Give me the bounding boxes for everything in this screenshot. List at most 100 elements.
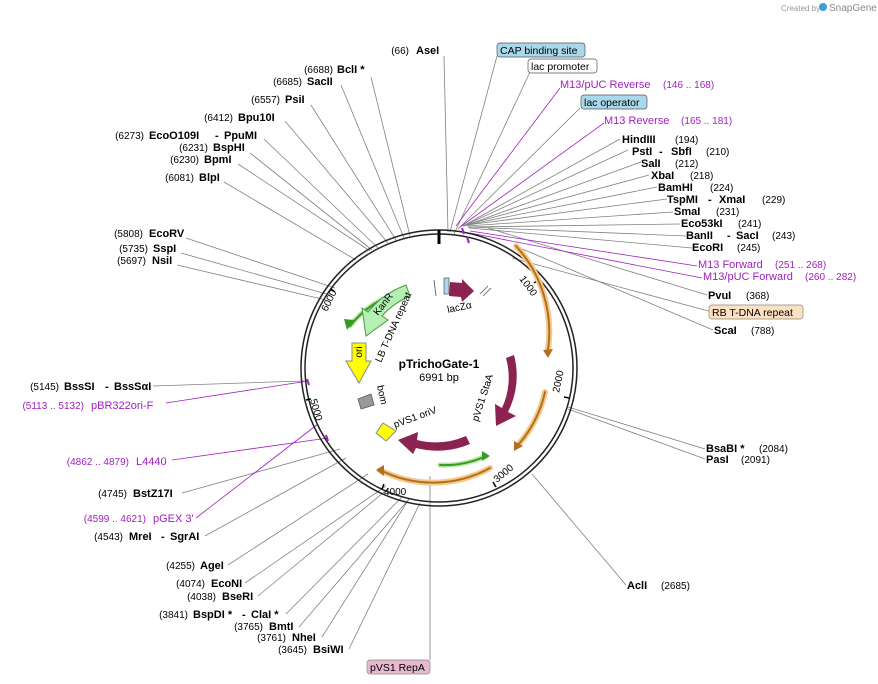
- svg-text:BsaBI *: BsaBI *: [706, 443, 745, 455]
- snapgene-brand[interactable]: Created by SnapGene: [781, 3, 877, 14]
- primer-m13-puc-reverse[interactable]: M13/pUC Reverse (146 .. 168): [560, 79, 714, 91]
- svg-text:-: -: [105, 381, 109, 393]
- svg-text:pGEX 3': pGEX 3': [153, 513, 194, 525]
- box-pvs1-repa[interactable]: pVS1 RepA: [366, 659, 431, 675]
- svg-text:BpmI: BpmI: [204, 154, 232, 166]
- svg-text:AclI: AclI: [627, 580, 647, 592]
- feature-pvs1-oriv[interactable]: pVS1 oriV: [375, 405, 470, 454]
- site-sacii[interactable]: (6685)SacII: [273, 76, 333, 88]
- site-psii[interactable]: (6557)PsiI: [251, 94, 304, 106]
- svg-text:(5145): (5145): [30, 382, 59, 393]
- svg-text:(146 .. 168): (146 .. 168): [663, 80, 714, 91]
- site-eco53ki[interactable]: Eco53kI(241): [681, 218, 761, 230]
- svg-text:BssSI: BssSI: [64, 381, 95, 393]
- svg-text:AgeI: AgeI: [200, 560, 224, 572]
- site-asei[interactable]: (66)AseI: [391, 45, 439, 57]
- box-lac-promoter[interactable]: lac promoter: [527, 58, 598, 74]
- svg-text:BseRI: BseRI: [222, 591, 253, 603]
- svg-text:(4745): (4745): [98, 489, 127, 500]
- box-lac-operator[interactable]: lac operator: [580, 94, 648, 110]
- svg-text:(6081): (6081): [165, 173, 194, 184]
- feature-lacz[interactable]: lacZα: [446, 279, 474, 316]
- svg-text:SspI: SspI: [153, 243, 176, 255]
- svg-text:(224): (224): [710, 183, 733, 194]
- svg-text:(194): (194): [675, 135, 698, 146]
- svg-text:M13/pUC Forward: M13/pUC Forward: [703, 271, 793, 283]
- svg-text:(66): (66): [391, 46, 409, 57]
- site-nhei[interactable]: (3761)NheI: [257, 632, 316, 644]
- site-xbai[interactable]: XbaI(218): [651, 170, 713, 182]
- site-bseri[interactable]: (4038) BseRI: [187, 591, 253, 603]
- site-ecori[interactable]: EcoRI(245): [692, 242, 760, 254]
- feature-staa-label: pVS1 StaA: [470, 373, 496, 423]
- site-bamhi[interactable]: BamHI(224): [658, 182, 733, 194]
- site-bsiwi[interactable]: (3645)BsiWI: [278, 644, 343, 656]
- svg-text:(4038): (4038): [187, 592, 216, 603]
- svg-text:XmaI: XmaI: [719, 194, 745, 206]
- svg-text:SacI: SacI: [736, 230, 759, 242]
- site-bstz17i[interactable]: (4745)BstZ17I: [98, 488, 173, 500]
- svg-text:(6273): (6273): [115, 131, 144, 142]
- site-bcli[interactable]: (6688)BclI *: [304, 64, 365, 76]
- feature-bom[interactable]: bom: [357, 384, 389, 410]
- site-bpmi[interactable]: (6230)BpmI: [170, 154, 231, 166]
- svg-text:(4599 .. 4621): (4599 .. 4621): [84, 514, 146, 525]
- primer-pbr322ori-f[interactable]: (5113 .. 5132) pBR322ori-F: [22, 400, 153, 412]
- site-psti-sbfi[interactable]: PstI-SbfI(210): [632, 146, 729, 158]
- box-cap-binding-site[interactable]: CAP binding site: [496, 42, 586, 58]
- site-econi[interactable]: (4074) EcoNI: [176, 578, 242, 590]
- svg-text:(218): (218): [690, 171, 713, 182]
- svg-text:SmaI: SmaI: [674, 206, 700, 218]
- primer-m13-forward[interactable]: M13 Forward (251 .. 268): [698, 259, 826, 271]
- site-scai[interactable]: ScaI(788): [714, 325, 774, 337]
- site-blpi[interactable]: (6081)BlpI: [165, 172, 220, 184]
- site-bsphi[interactable]: (6231)BspHI: [179, 142, 245, 154]
- site-smai[interactable]: SmaI(231): [674, 206, 739, 218]
- primer-m13-reverse[interactable]: M13 Reverse (165 .. 181): [604, 115, 732, 127]
- svg-text:(165 .. 181): (165 .. 181): [681, 116, 732, 127]
- site-acli[interactable]: AclI(2685): [627, 580, 690, 592]
- site-bmti[interactable]: (3765)BmtI: [234, 621, 293, 633]
- feature-bom-label: bom: [374, 384, 389, 405]
- site-tspmi-xmai[interactable]: TspMI-XmaI(229): [667, 194, 785, 206]
- svg-text:PstI: PstI: [632, 146, 652, 158]
- plasmid-length: 6991 bp: [419, 372, 459, 384]
- site-nsii[interactable]: (5697)NsiI: [117, 255, 172, 267]
- svg-text:(3645): (3645): [278, 645, 307, 656]
- feature-ori[interactable]: ori: [345, 342, 372, 385]
- svg-text:(245): (245): [737, 243, 760, 254]
- box-rb-tdna-repeat[interactable]: RB T-DNA repeat: [708, 304, 804, 320]
- brand-created-by: Created by: [781, 4, 820, 13]
- site-sspi[interactable]: (5735)SspI: [119, 243, 176, 255]
- site-bspdi-clai[interactable]: (3841)BspDI *-ClaI *: [159, 609, 279, 621]
- site-pasi[interactable]: PasI(2091): [706, 454, 770, 466]
- leader-lines: [152, 55, 714, 660]
- primer-pgex-3[interactable]: (4599 .. 4621) pGEX 3': [84, 513, 194, 525]
- primer-l4440[interactable]: (4862 .. 4879) L4440: [67, 456, 167, 468]
- svg-text:M13/pUC Reverse: M13/pUC Reverse: [560, 79, 650, 91]
- site-sali[interactable]: SalI(212): [641, 158, 698, 170]
- site-banii-saci[interactable]: BanII-SacI(243): [686, 230, 795, 242]
- tick-marks: [305, 279, 570, 490]
- svg-text:SacII: SacII: [307, 76, 333, 88]
- primer-m13-puc-forward[interactable]: M13/pUC Forward (260 .. 282): [703, 271, 856, 283]
- site-pvui[interactable]: PvuI(368): [708, 290, 769, 302]
- tick-6000: 6000: [320, 288, 340, 313]
- svg-text:(3765): (3765): [234, 622, 263, 633]
- svg-text:(368): (368): [746, 291, 769, 302]
- svg-text:EcoNI: EcoNI: [211, 578, 242, 590]
- site-mrei-sgrai[interactable]: (4543)MreI-SgrAI: [94, 531, 199, 543]
- site-bpu10i[interactable]: (6412)Bpu10I: [204, 112, 275, 124]
- site-eco0109i-ppumi[interactable]: (6273)EcoO109I-PpuMI: [115, 130, 257, 142]
- snapgene-logo-icon: [819, 3, 827, 11]
- site-bsssi-bsssai[interactable]: (5145)BssSI-BssSαI: [30, 381, 151, 393]
- site-agei[interactable]: (4255)AgeI: [166, 560, 224, 572]
- site-bsabi[interactable]: BsaBI *(2084): [706, 443, 788, 455]
- svg-text:(260 .. 282): (260 .. 282): [805, 272, 856, 283]
- svg-text:L4440: L4440: [136, 456, 167, 468]
- svg-text:(4074): (4074): [176, 579, 205, 590]
- site-hindiii[interactable]: HindIII(194): [622, 134, 698, 146]
- svg-text:(5697): (5697): [117, 256, 146, 267]
- site-ecorv[interactable]: (5808)EcoRV: [114, 228, 185, 240]
